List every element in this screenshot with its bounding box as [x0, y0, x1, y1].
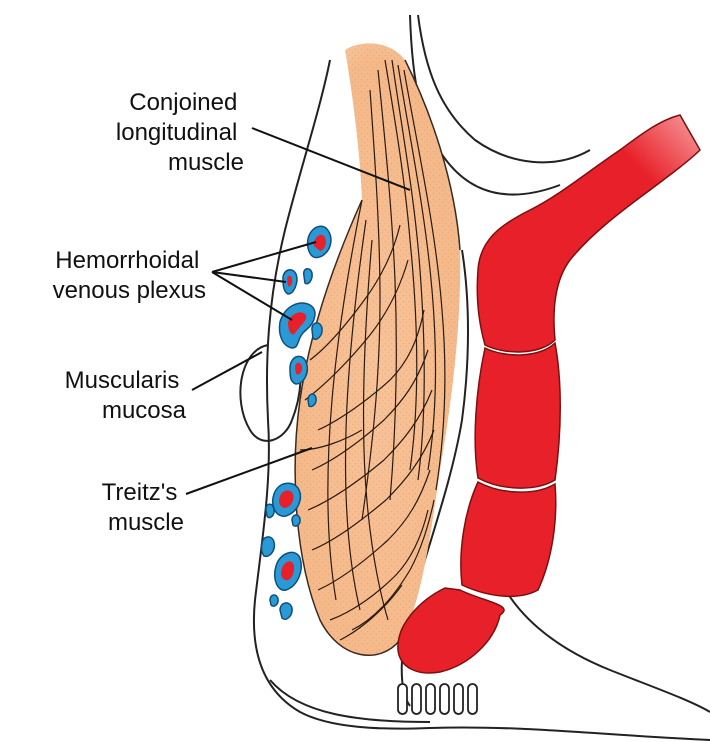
- vein-3: [304, 269, 312, 284]
- vein-14: [280, 603, 292, 619]
- label-conjoined: Conjoined longitudinal muscle: [116, 89, 244, 176]
- sphincter-segment-3: [461, 482, 556, 596]
- vein-5: [312, 323, 322, 339]
- vein-9: [266, 504, 274, 517]
- vein-13: [270, 595, 278, 606]
- label-treitz: Treitz's muscle: [102, 479, 184, 536]
- lumen-right-wall: [418, 15, 590, 162]
- label-hemorrhoidal: Hemorrhoidal venous plexus: [53, 247, 206, 304]
- vein-4: [280, 303, 315, 348]
- vein-11: [261, 537, 274, 556]
- leader-muscularis: [192, 352, 262, 390]
- vein-12: [275, 552, 302, 590]
- lower-right-contour: [500, 580, 710, 712]
- vein-10: [292, 515, 300, 526]
- vein-7: [308, 394, 316, 406]
- leader-hemorrhoidal-3: [212, 272, 292, 320]
- leader-hemorrhoidal-1: [212, 242, 316, 272]
- labels: Conjoined longitudinal muscle Hemorrhoid…: [53, 89, 244, 536]
- label-muscularis: Muscularis mucosa: [65, 367, 187, 424]
- sphincter-segment-2: [475, 343, 560, 488]
- vein-1: [308, 226, 331, 257]
- anal-glands: [398, 684, 477, 714]
